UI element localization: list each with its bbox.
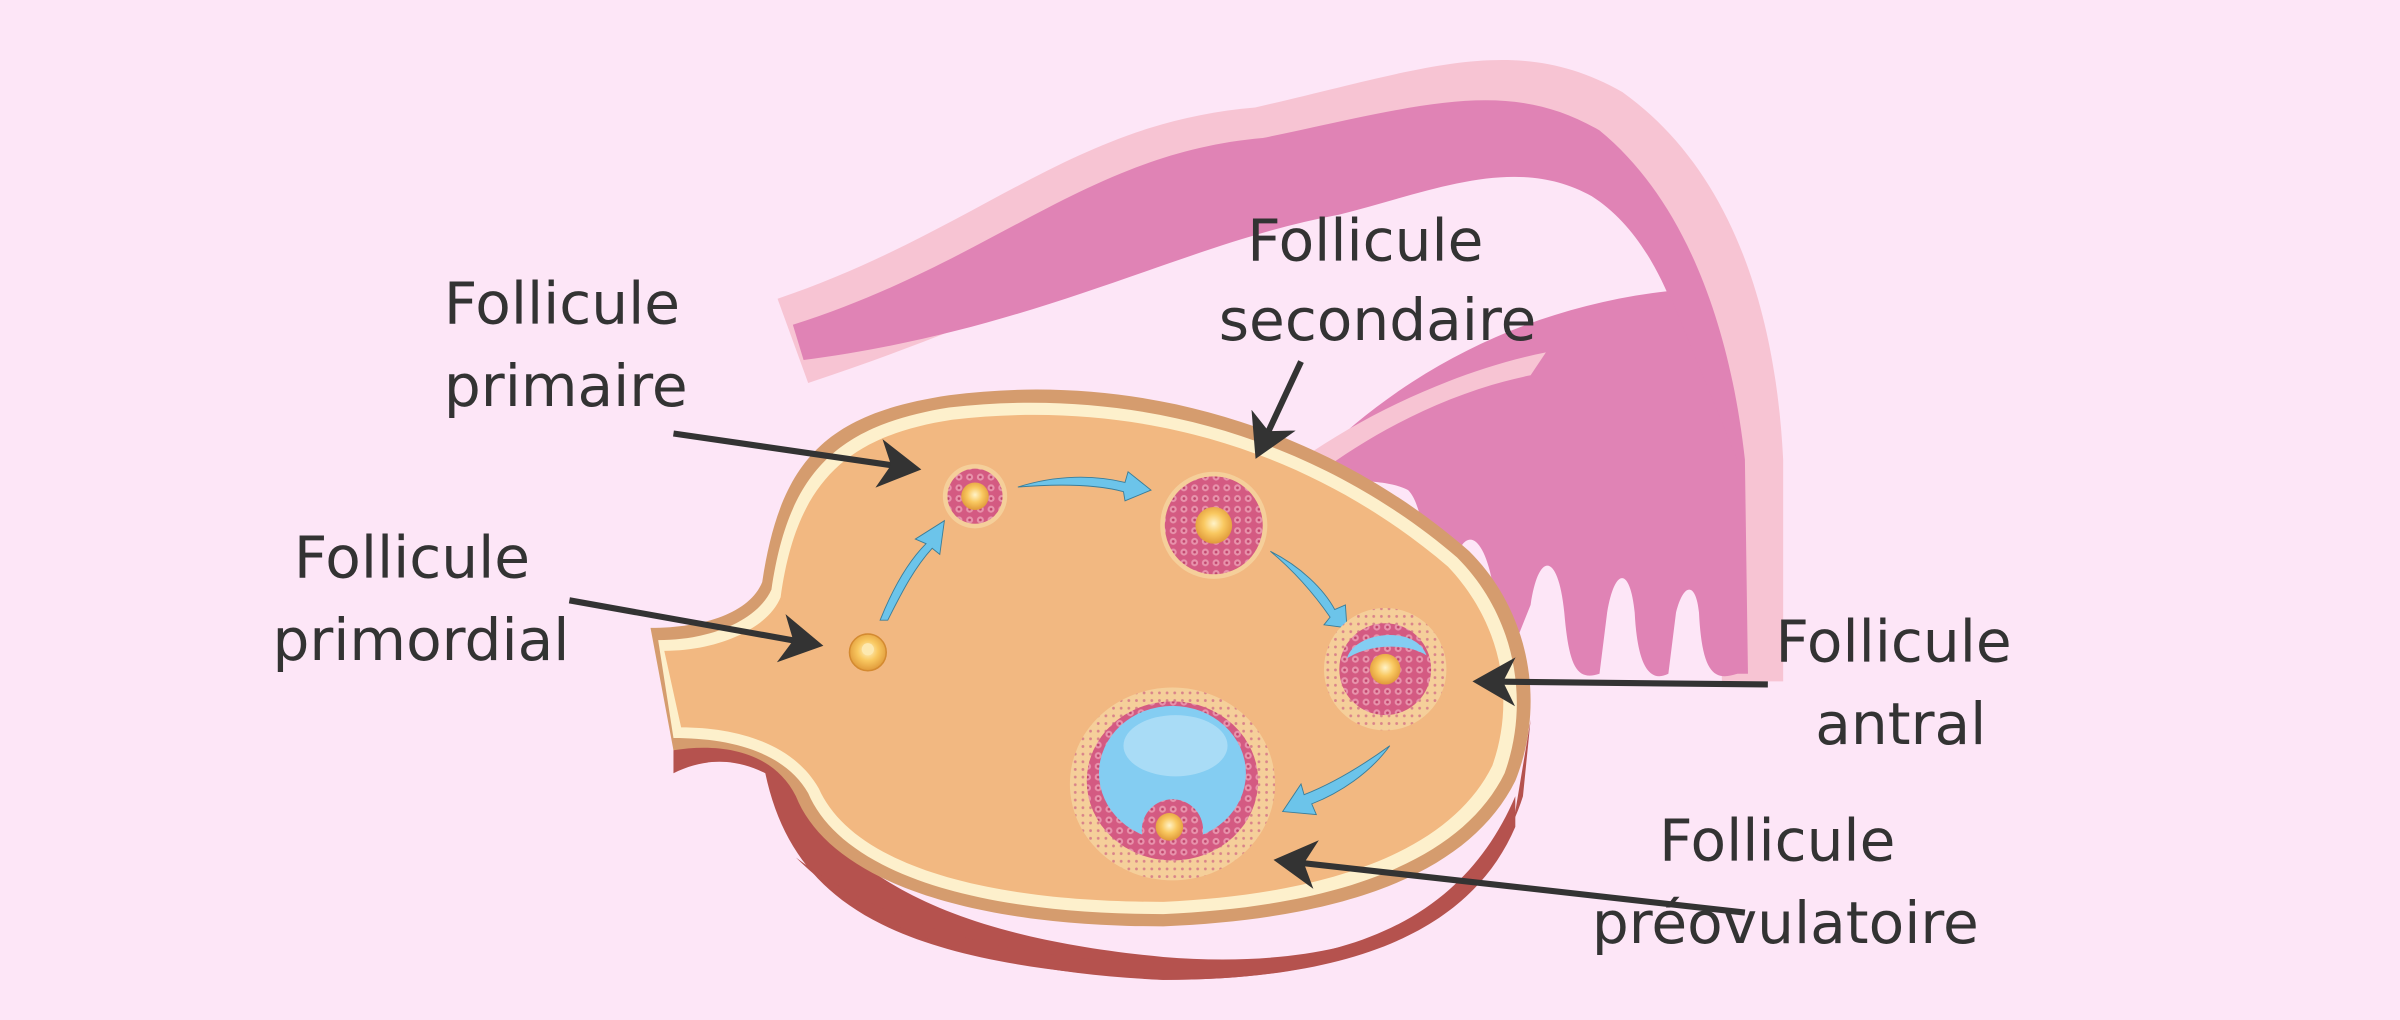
- label-line: Follicule: [1659, 807, 1895, 875]
- label-line: antral: [1815, 690, 1986, 758]
- follicle-preovulatoire: [1069, 687, 1275, 881]
- progress-arrow-icon: [879, 519, 945, 621]
- pointer-arrow-primordial: [568, 597, 824, 663]
- label-primaire: Follicule primaire: [444, 269, 688, 420]
- label-secondaire: Follicule secondaire: [1219, 207, 1537, 355]
- progress-arrows: [879, 470, 1391, 816]
- pointer-arrows: [568, 360, 1768, 916]
- follicle-secondaire: [1160, 471, 1268, 579]
- fallopian-tube: [777, 59, 1784, 682]
- label-line: Follicule: [294, 523, 530, 591]
- label-primordial: Follicule primordial: [272, 523, 569, 674]
- label-preovulatoire: Follicule préovulatoire: [1592, 807, 1979, 958]
- label-line: Follicule: [1776, 608, 2012, 676]
- follicle-primaire: [942, 464, 1008, 529]
- follicle-primordial: [848, 633, 887, 672]
- follicle-antral: [1323, 607, 1447, 731]
- label-line: secondaire: [1219, 286, 1537, 354]
- pointer-arrow-secondaire: [1251, 360, 1304, 459]
- label-line: Follicule: [1247, 207, 1483, 275]
- label-line: Follicule: [444, 269, 680, 337]
- progress-arrow-icon: [1281, 745, 1391, 816]
- progress-arrow-icon: [1017, 470, 1152, 502]
- label-line: préovulatoire: [1592, 889, 1979, 957]
- label-antral: Follicule antral: [1776, 608, 2012, 759]
- pointer-arrow-primaire: [673, 430, 922, 488]
- ovary: [650, 389, 1531, 980]
- pointer-arrow-preovulatoire: [1273, 840, 1746, 916]
- label-line: primordial: [272, 606, 569, 674]
- label-line: primaire: [444, 352, 688, 420]
- pointer-arrow-antral: [1472, 657, 1768, 707]
